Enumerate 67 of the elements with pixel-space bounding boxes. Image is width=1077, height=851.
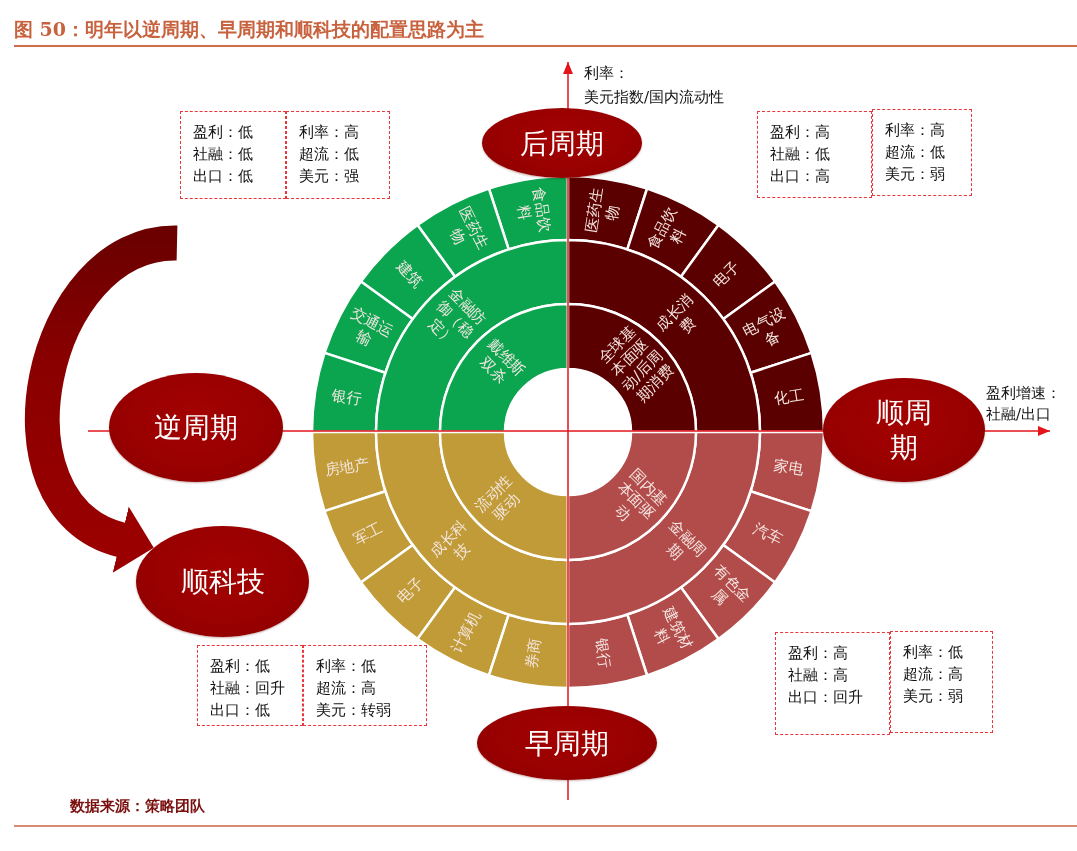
- indicator-text: 盈利：高: [788, 643, 848, 664]
- indicator-panel: [775, 632, 890, 735]
- indicator-panel: [872, 109, 972, 196]
- segment-label: 医药生物: [445, 203, 493, 255]
- indicator-text: 利率：高: [885, 120, 945, 141]
- segment-label: 计算机: [448, 607, 485, 656]
- segment-label: 军工: [350, 518, 386, 549]
- indicator-text: 出口：回升: [788, 687, 863, 708]
- segment-label: 券商: [521, 637, 545, 670]
- indicator-text: 出口：低: [210, 700, 270, 721]
- indicator-text: 美元：转弱: [316, 700, 391, 721]
- indicator-text: 社融：低: [193, 144, 253, 165]
- segment-label: 成长科技: [425, 515, 474, 566]
- segment-label: 戴维斯双杀: [476, 335, 530, 390]
- segment-label: 房地产: [323, 454, 371, 480]
- indicator-text: 超流：高: [903, 664, 963, 685]
- indicator-text: 美元：弱: [903, 686, 963, 707]
- indicator-text: 盈利：低: [193, 122, 253, 143]
- segment-label: 家电: [773, 455, 806, 479]
- indicator-text: 盈利：高: [770, 122, 830, 143]
- segment-label: 电子: [392, 573, 427, 608]
- segment-label: 医药生物: [581, 184, 623, 235]
- indicator-text: 超流：低: [885, 142, 945, 163]
- cycle-label: 顺科技: [180, 564, 265, 599]
- axis-label: 社融/出口: [986, 404, 1052, 424]
- indicator-text: 超流：高: [316, 678, 376, 699]
- indicator-text: 出口：高: [770, 166, 830, 187]
- source-note: 数据来源：策略团队: [70, 796, 205, 816]
- indicator-text: 社融：低: [770, 144, 830, 165]
- axis-label: 利率：: [584, 63, 629, 83]
- indicator-panel: [303, 645, 427, 726]
- cycle-label: 后周期: [520, 125, 604, 161]
- segment-label: 食品饮料: [643, 203, 691, 255]
- segment-label: 成长消费: [651, 289, 701, 339]
- segment-label: 银行: [591, 637, 615, 670]
- indicator-text: 美元：弱: [885, 164, 945, 185]
- indicator-text: 社融：回升: [210, 678, 285, 699]
- curved-arrow: [25, 225, 180, 573]
- indicator-panel: [757, 111, 872, 198]
- segment-label: 交通运输: [347, 303, 398, 352]
- indicator-panel: [197, 645, 303, 726]
- segment-label: 银行: [330, 385, 363, 409]
- segment-label: 建筑: [392, 256, 427, 291]
- indicator-text: 利率：高: [299, 122, 359, 143]
- indicator-panel: [890, 631, 993, 733]
- segment-label: 食品饮料: [513, 184, 555, 235]
- segment-label: 流动性驱动: [471, 470, 525, 525]
- segment-label: 电子: [709, 256, 744, 291]
- axis-label: 盈利增速：: [986, 383, 1061, 403]
- segment-label: 建筑材料: [649, 602, 697, 654]
- indicator-panel: [180, 111, 286, 199]
- cycle-label: 早周期: [525, 725, 609, 761]
- segment-label: 汽车: [750, 518, 786, 549]
- indicator-text: 出口：低: [193, 166, 253, 187]
- indicator-text: 盈利：低: [210, 656, 270, 677]
- cycle-label: 顺周期: [875, 395, 933, 465]
- indicator-text: 社融：高: [788, 665, 848, 686]
- indicator-text: 利率：低: [316, 656, 376, 677]
- indicator-text: 超流：低: [299, 144, 359, 165]
- segment-label: 电气设备: [738, 303, 789, 352]
- indicator-text: 利率：低: [903, 642, 963, 663]
- indicator-text: 美元：强: [299, 166, 359, 187]
- figure-title: 图 50：明年以逆周期、早周期和顺科技的配置思路为主: [14, 17, 485, 41]
- cycle-label: 逆周期: [154, 410, 238, 445]
- indicator-panel: [286, 111, 390, 199]
- axis-label: 美元指数/国内流动性: [584, 87, 725, 107]
- segment-label: 化工: [773, 385, 806, 409]
